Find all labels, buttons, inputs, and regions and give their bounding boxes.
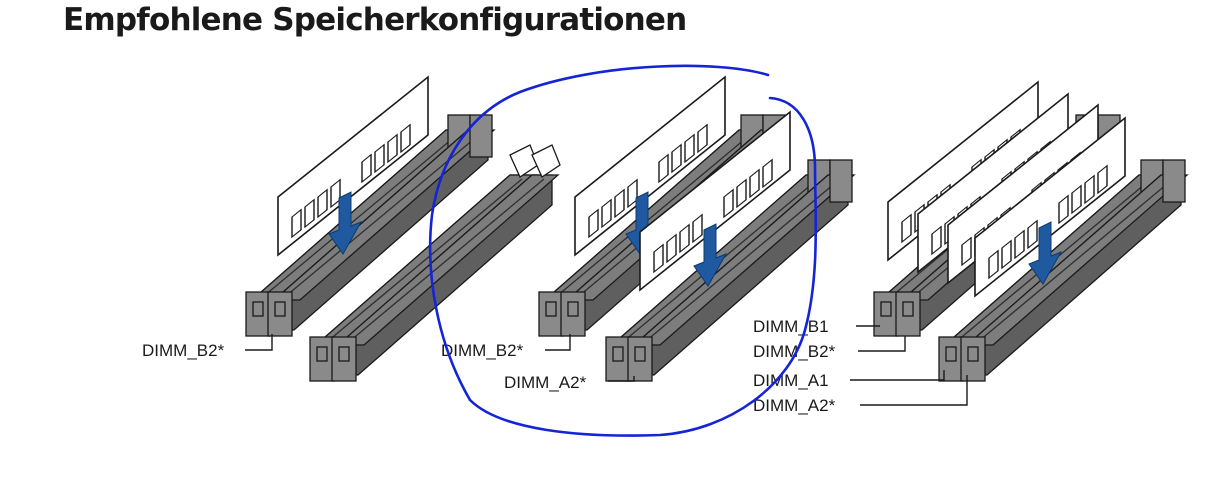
leader-line (545, 334, 571, 351)
label-dimm-b2: DIMM_B2* (753, 342, 836, 361)
leader-line (858, 336, 906, 352)
leader-line (245, 334, 273, 351)
label-dimm-a2: DIMM_A2* (504, 373, 587, 392)
leader-line (850, 370, 945, 381)
label-dimm-b2: DIMM_B2* (441, 341, 524, 360)
label-dimm-a2: DIMM_A2* (753, 396, 836, 415)
label-dimm-b2: DIMM_B2* (142, 341, 225, 360)
config-1-single-dimm: DIMM_B2* (142, 76, 561, 382)
leader-line (608, 376, 635, 382)
config-3-four-dimms: DIMM_B1 DIMM_B2* DIMM_A1 DIMM_A2* (753, 81, 1188, 415)
leader-line (860, 375, 968, 406)
page-title: Empfohlene Speicherkonfigurationen (63, 2, 687, 38)
label-dimm-b1: DIMM_B1 (753, 317, 829, 336)
hand-drawn-circle-annotation (428, 64, 818, 437)
label-dimm-a1: DIMM_A1 (753, 371, 829, 390)
config-2-two-dimms: DIMM_B2* DIMM_A2* (441, 76, 855, 392)
